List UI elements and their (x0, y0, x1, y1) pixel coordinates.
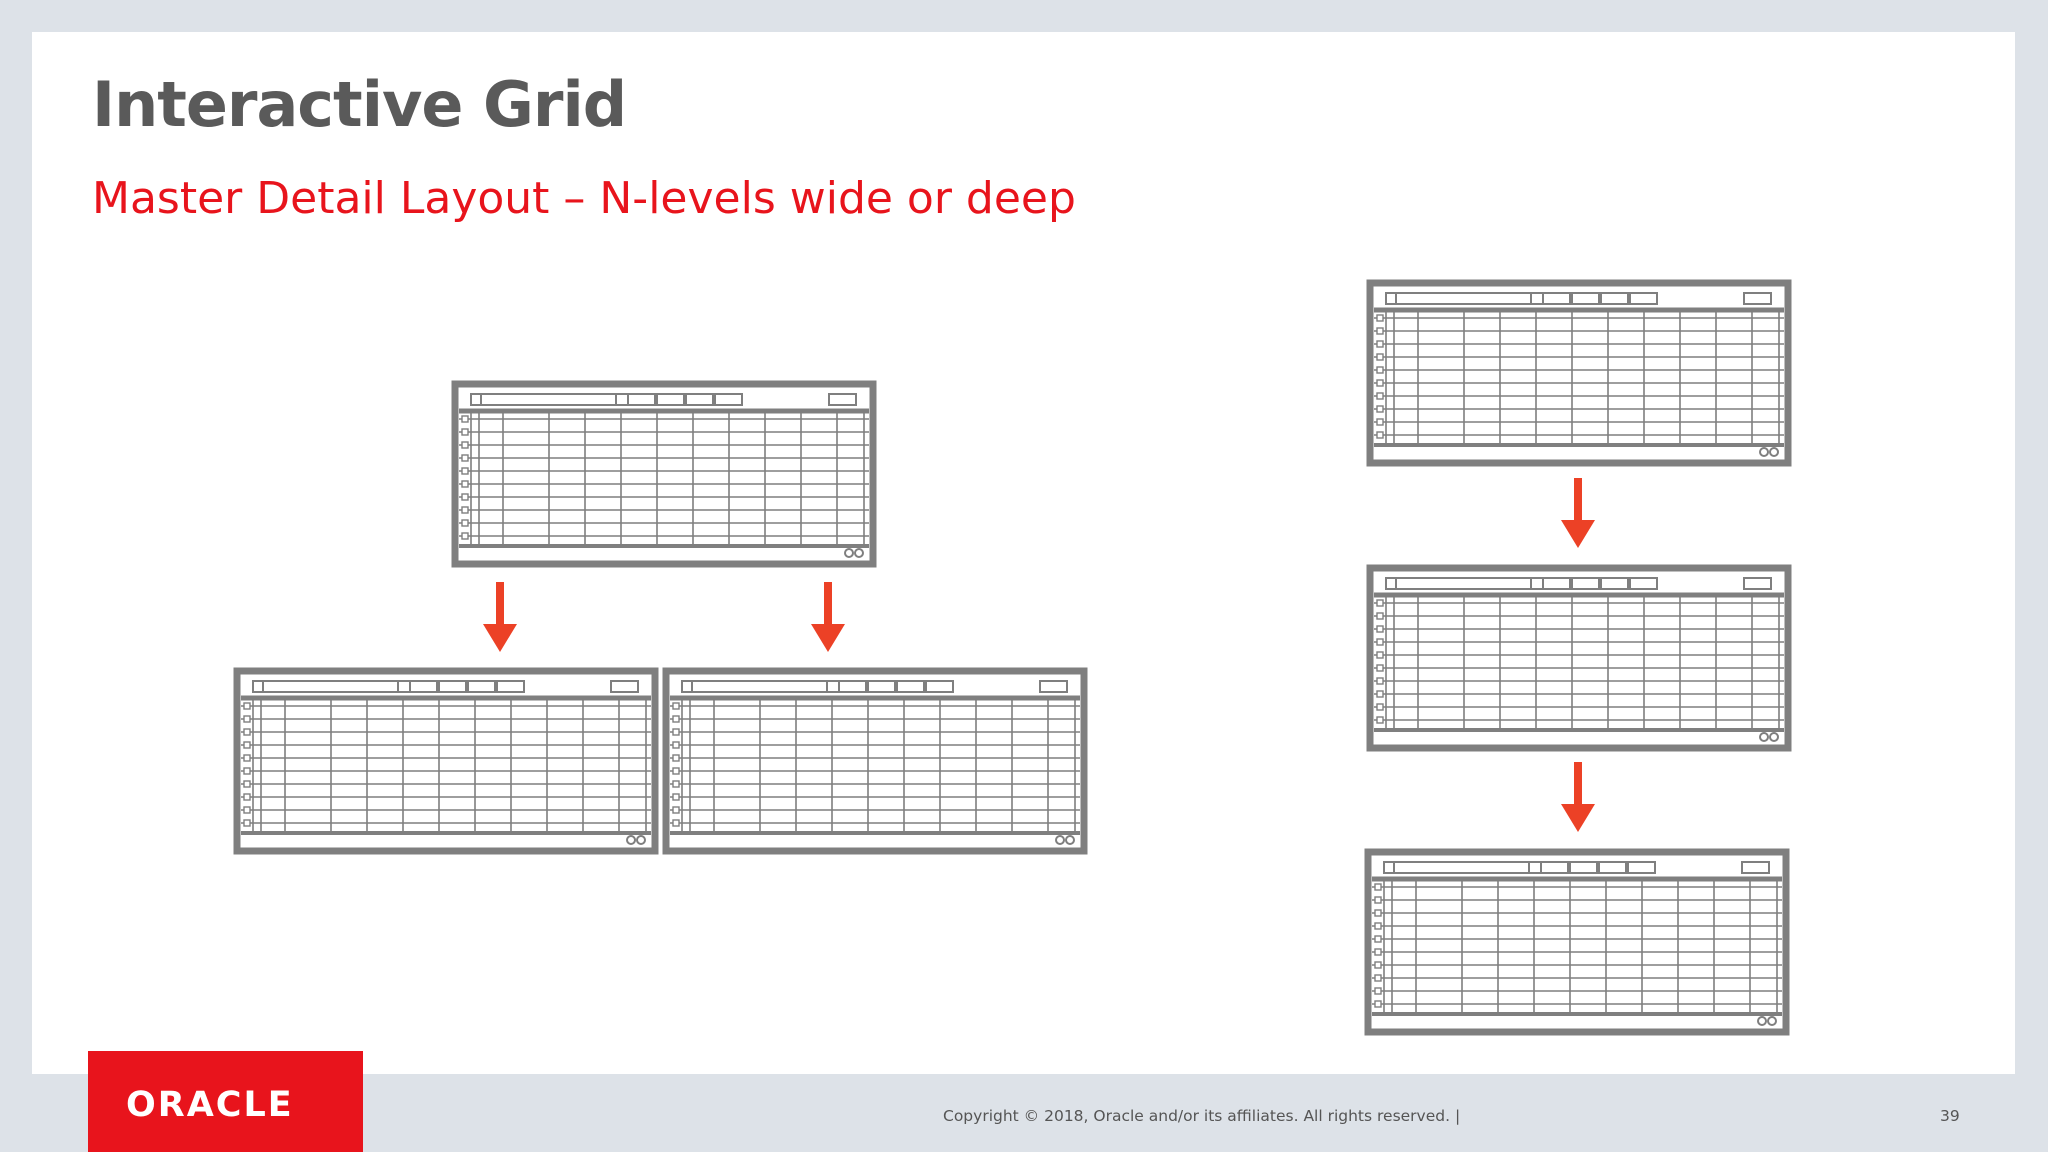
deep-arrow-2-icon (1561, 762, 1595, 832)
deep-grid-level-2-icon (1370, 568, 1788, 748)
copyright-text: Copyright © 2018, Oracle and/or its affi… (943, 1107, 1461, 1125)
wide-master-grid-icon (455, 384, 873, 564)
wide-detail-grid-right-icon (666, 671, 1084, 851)
oracle-logo-text: ORACLE (126, 1085, 294, 1125)
oracle-logo: ORACLE (88, 1051, 363, 1152)
deep-grid-level-3-icon (1368, 852, 1786, 1032)
slide-title: Interactive Grid (92, 68, 627, 141)
slide-subtitle: Master Detail Layout – N-levels wide or … (92, 173, 1076, 224)
wide-arrow-left-icon (483, 582, 517, 652)
deep-grid-level-1-icon (1370, 283, 1788, 463)
deep-arrow-1-icon (1561, 478, 1595, 548)
wide-arrow-right-icon (811, 582, 845, 652)
page-number: 39 (1940, 1107, 1960, 1125)
wide-detail-grid-left-icon (237, 671, 655, 851)
